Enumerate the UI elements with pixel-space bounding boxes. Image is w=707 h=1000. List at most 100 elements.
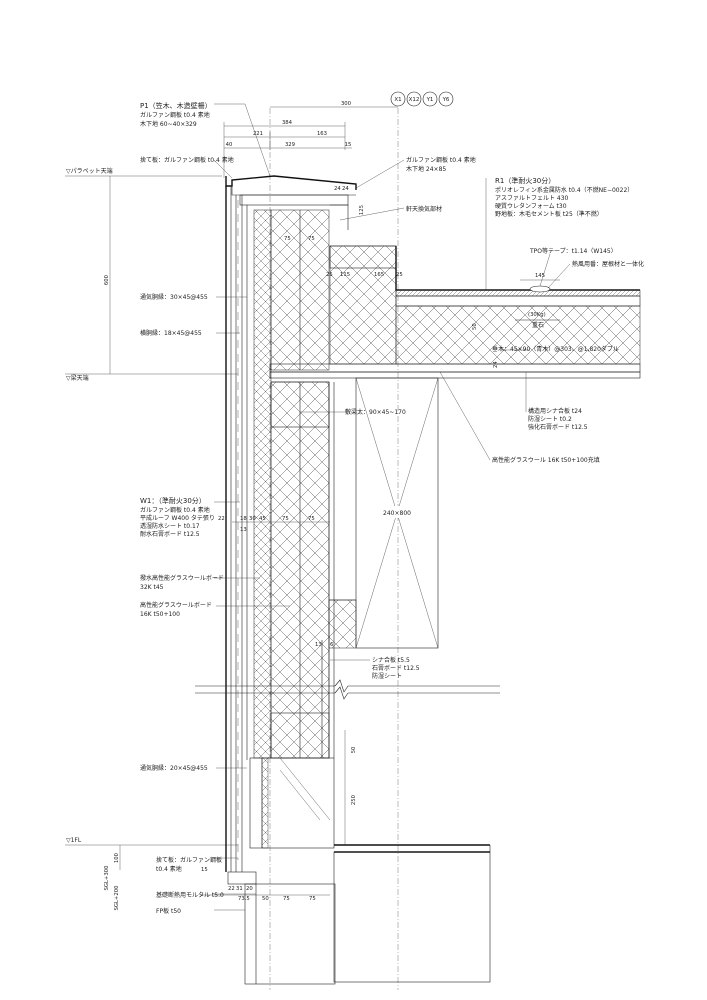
parapet-blocking: 75 75 115 165 25 25 [284, 236, 403, 365]
dim-24a: 24 [334, 186, 341, 192]
exterior-cladding [225, 186, 248, 872]
dim-300: 300 [341, 101, 352, 107]
interior-line3: 防湿シート [372, 672, 402, 680]
moist-note: 防湿シート t0.2 [528, 415, 572, 423]
r1-line4: 野地板：木毛セメント板 t25（準不燃） [495, 210, 603, 218]
r1-line3: 硬質ウレタンフォーム t30 [495, 202, 567, 210]
dim-24b: 24 [342, 186, 349, 192]
rafter-note: 垂木：45×90（青木）@303、@1,820ダブル [492, 345, 619, 353]
dim-75f: 75 [309, 896, 316, 902]
dim-24c: 24 [493, 361, 499, 368]
joist-note: 敷梁太：90×45~170 [345, 408, 406, 416]
glass-roof-note: 高性能グラスウール 16K t50+100充填 [492, 456, 600, 464]
wall-core [270, 209, 335, 759]
dim-25b: 25 [396, 272, 403, 278]
notes-right: ガルファン鋼板 t0.4 素地 木下地 24×85 軒天換気部材 R1（準耐火3… [345, 156, 644, 680]
dim-329: 329 [285, 142, 295, 148]
level-1fl: ▽1FL [66, 837, 82, 844]
eave-vent: 軒天換気部材 [406, 205, 442, 213]
leader-lines [213, 103, 571, 911]
dim-221: 221 [253, 131, 263, 137]
dim-75e: 75 [283, 896, 290, 902]
grid-label-y6: Y6 [442, 97, 450, 103]
level-lines: ▽パラペット天端 ▽梁天端 ▽1FL 600 SGL+300 SGL+200 1… [65, 167, 238, 910]
dim-45: 45 [259, 516, 266, 522]
interior-lining: 13 6 [315, 599, 357, 758]
dim-75c: 75 [282, 516, 289, 522]
level-sglp300: SGL+300 [104, 865, 110, 891]
ply-note: 構造用シナ合板 t24 [528, 407, 582, 415]
dim-75a: 75 [284, 236, 291, 242]
beam-size: 240×800 [383, 510, 411, 517]
tpo-tape: TPO等テープ：t1.14（W145） [529, 247, 617, 255]
dim-163: 163 [317, 131, 327, 137]
grid-label-x1: X1 [394, 97, 401, 103]
flash-bottom-line1: 捨て板：ガルファン鋼板 [156, 856, 222, 864]
p1-line1: ガルファン鋼板 t0.4 素地 [140, 111, 210, 119]
board1-line1: 撥水高性能グラスウールボード [140, 574, 224, 582]
dim-30: 30 [249, 516, 256, 522]
grid-label-y1: Y1 [426, 97, 434, 103]
w1-line4: 耐水石膏ボード t12.5 [140, 530, 200, 538]
soffit-line1: ガルファン鋼板 t0.4 素地 [406, 156, 476, 164]
dim-600: 600 [104, 274, 110, 285]
dim-100: 100 [114, 852, 120, 863]
soffit-line2: 木下地 24×85 [406, 165, 446, 173]
board2-line1: 高性能グラスウールボード [140, 601, 212, 609]
p1-title: P1（笠木、木造壁柵） [140, 101, 212, 110]
dim-50a: 50 [472, 323, 478, 330]
grid-label-x12: X12 [409, 97, 420, 103]
w1-line1: ガルファン鋼板 t0.4 素地 [140, 506, 210, 514]
dim-20: 20 [246, 886, 253, 892]
weight-dim: (30Kg) [528, 312, 546, 318]
dim-15: 15 [345, 142, 352, 148]
flashing-top: 捨て板：ガルファン鋼板 t0.4 素地 [140, 156, 234, 164]
furring3: 通気胴縁：20×45@455 [140, 764, 208, 772]
wall-layer-dims: 18 13 30 45 75 75 22 [218, 516, 330, 533]
exterior-insulation-board [253, 209, 272, 759]
beam: 240×800 [355, 377, 439, 649]
dim-75b: 75 [308, 236, 315, 242]
lower-wall-foundation: 73.5 50 75 75 22 31 20 15 50 250 [200, 730, 491, 985]
wind-note: 熱風用番：屋根材と一体化 [572, 260, 644, 268]
p1-line2: 木下地 60~40×329 [140, 120, 197, 128]
level-sglp200: SGL+200 [114, 885, 120, 911]
dim-40: 40 [226, 142, 233, 148]
level-beam: ▽梁天端 [66, 374, 89, 382]
dim-145: 145 [535, 273, 545, 279]
dim-13b: 13 [315, 642, 322, 648]
interior-line2: 石膏ボード t12.5 [372, 664, 420, 672]
w1-title: W1：（準耐火30分） [140, 496, 206, 505]
furring2: 横胴縁：18×45@455 [140, 329, 202, 337]
r1-line1: ポリオレフィン系金属防水 t0.4（不燃NE−0022） [495, 186, 633, 194]
dim-13a: 13 [240, 527, 247, 533]
dim-15b: 15 [201, 867, 208, 873]
w1-line2: 平成ルーフ W400 タテ張り [140, 514, 215, 522]
w1-line3: 透湿防水シート t0.17 [140, 522, 200, 530]
dim-22b: 22 [228, 886, 235, 892]
dim-125: 125 [359, 205, 365, 215]
dim-25a: 25 [326, 272, 333, 278]
dim-384: 384 [282, 120, 293, 126]
dim-73: 73.5 [238, 896, 250, 902]
r1-line2: アスファルトフェルト 430 [495, 195, 569, 202]
top-dimensions: 300 384 221 163 40 329 15 [223, 101, 398, 178]
furring1: 通気胴縁：30×45@455 [140, 293, 208, 301]
dim-250: 250 [351, 794, 357, 805]
roof-buildup: (30Kg) 重石 145 50 24 [269, 246, 641, 379]
dim-115: 115 [340, 272, 350, 278]
dim-50c: 50 [262, 896, 269, 902]
dim-75d: 75 [308, 516, 315, 522]
break-line [195, 679, 500, 700]
dim-31: 31 [236, 886, 243, 892]
gyp-note: 強化石膏ボード t12.5 [528, 423, 588, 431]
dim-6: 6 [330, 642, 334, 648]
dim-50b: 50 [351, 746, 357, 753]
dim-22: 22 [218, 516, 225, 522]
r1-title: R1（準耐火30分） [495, 176, 555, 185]
mortar-label: 基礎断熱用モルタル t5.0 [156, 891, 224, 899]
weight-label: 重石 [532, 321, 544, 329]
board2-line2: 16K t50+100 [140, 611, 180, 618]
level-parapet: ▽パラペット天端 [66, 167, 113, 175]
